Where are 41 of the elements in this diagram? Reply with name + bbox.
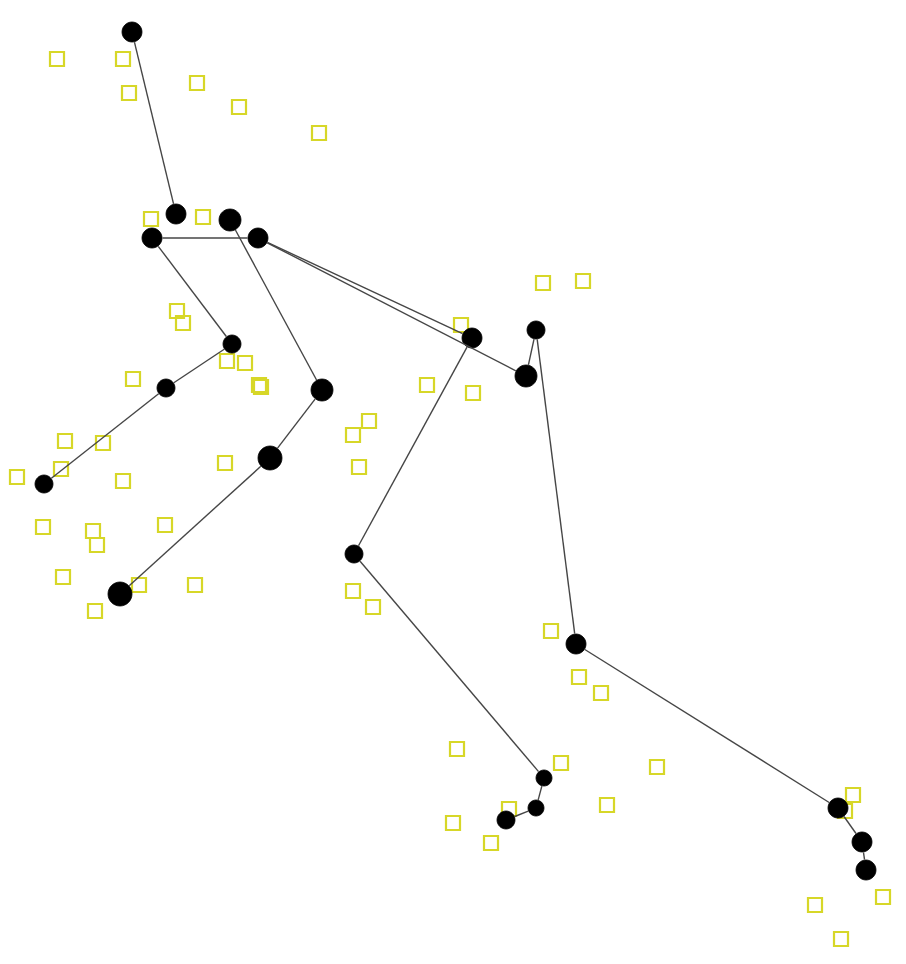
joint-dot [527, 799, 545, 817]
joint-dot [222, 334, 242, 354]
joint-dot [34, 474, 54, 494]
connector-line [359, 560, 540, 773]
joint-dot [247, 227, 269, 249]
joint-dot [855, 859, 877, 881]
joint-dot [156, 378, 176, 398]
connector-line [234, 229, 318, 381]
joint-dot [496, 810, 516, 830]
connector-line [266, 241, 464, 335]
joint-dot [218, 208, 242, 232]
joint-dot [121, 21, 143, 43]
joint-dot [107, 581, 133, 607]
connector-line [537, 785, 543, 801]
joint-dot [165, 203, 187, 225]
connector-line [128, 465, 262, 587]
joint-dot [461, 327, 483, 349]
connector-line [514, 810, 529, 818]
connector-line [50, 393, 160, 479]
joint-dot [851, 831, 873, 853]
joint-dot [526, 320, 546, 340]
joint-dot [310, 378, 334, 402]
joint-dot [535, 769, 553, 787]
joint-dot [565, 633, 587, 655]
connector-line [173, 348, 225, 384]
connector-line [266, 242, 517, 372]
connector-line [133, 41, 175, 205]
joint-dot [827, 797, 849, 819]
connector-line [584, 648, 830, 804]
connector-line [843, 815, 857, 835]
connector-line [157, 245, 228, 338]
joint-dot [514, 364, 538, 388]
connector-line [527, 338, 535, 366]
connector-line [357, 346, 468, 547]
connector-line [862, 851, 866, 861]
connector-line [161, 237, 249, 239]
joint-dot [257, 445, 283, 471]
connector-line [276, 398, 316, 449]
joint-dot [141, 227, 163, 249]
joint-dot [344, 544, 364, 564]
connector-line [536, 338, 576, 635]
